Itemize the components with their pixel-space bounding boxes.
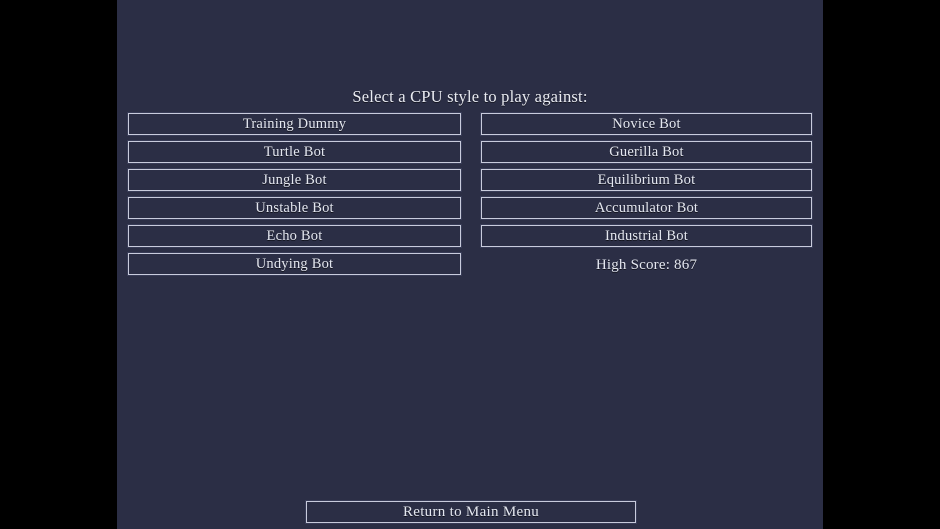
cpu-style-button-equilibrium-bot[interactable]: Equilibrium Bot <box>480 168 813 192</box>
page-title: Select a CPU style to play against: <box>352 87 588 106</box>
cpu-style-button-novice-bot[interactable]: Novice Bot <box>480 112 813 136</box>
cpu-style-button-industrial-bot[interactable]: Industrial Bot <box>480 224 813 248</box>
cpu-style-button-undying-bot[interactable]: Undying Bot <box>127 252 462 276</box>
cpu-style-button-unstable-bot[interactable]: Unstable Bot <box>127 196 462 220</box>
cpu-style-button-training-dummy[interactable]: Training Dummy <box>127 112 462 136</box>
cpu-style-list-left: Training Dummy Turtle Bot Jungle Bot Uns… <box>127 112 462 281</box>
cpu-style-button-accumulator-bot[interactable]: Accumulator Bot <box>480 196 813 220</box>
cpu-style-button-turtle-bot[interactable]: Turtle Bot <box>127 140 462 164</box>
footer: Return to Main Menu <box>305 500 637 524</box>
letterbox-left <box>0 0 117 529</box>
high-score-label: High Score: 867 <box>595 257 698 273</box>
letterbox-right <box>823 0 940 529</box>
return-to-main-menu-button[interactable]: Return to Main Menu <box>305 500 637 524</box>
cpu-style-button-jungle-bot[interactable]: Jungle Bot <box>127 168 462 192</box>
cpu-style-list-right: Novice Bot Guerilla Bot Equilibrium Bot … <box>480 112 813 253</box>
cpu-style-button-echo-bot[interactable]: Echo Bot <box>127 224 462 248</box>
game-viewport: Select a CPU style to play against: Trai… <box>117 0 823 529</box>
cpu-style-button-guerilla-bot[interactable]: Guerilla Bot <box>480 140 813 164</box>
